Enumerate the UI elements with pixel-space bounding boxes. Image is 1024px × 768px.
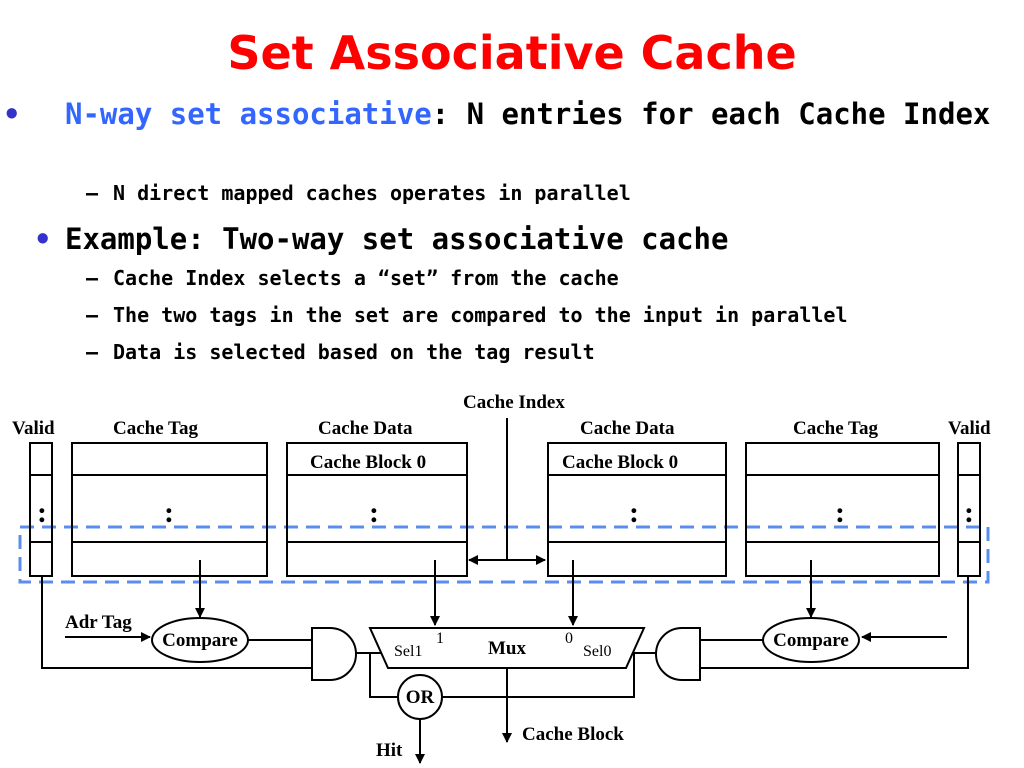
valid-left-to-and	[41, 576, 312, 669]
ellipsis-valid-right: :	[964, 496, 974, 529]
cache-index-label: Cache Index	[463, 392, 565, 413]
subbullet-tags-compared: –The two tags in the set are compared to…	[86, 302, 848, 328]
dash-icon: –	[86, 181, 99, 205]
adr-tag-label: Adr Tag	[65, 612, 132, 633]
subbullet-index-selects: –Cache Index selects a “set” from the ca…	[86, 265, 619, 291]
cache-data-label-right: Cache Data	[580, 418, 675, 439]
or-label: OR	[406, 687, 435, 708]
subbullet-direct-mapped: –N direct mapped caches operates in para…	[86, 180, 631, 206]
ellipsis-data-right: :	[629, 496, 639, 529]
and-gate-left	[311, 627, 357, 681]
cache-tag-label-left: Cache Tag	[113, 418, 198, 439]
valid-label-left: Valid	[12, 418, 55, 439]
mux-label: Mux	[488, 638, 527, 659]
and-left-to-or	[369, 653, 398, 698]
and-gate-right	[655, 627, 701, 681]
cache-data-label-left: Cache Data	[318, 418, 413, 439]
ellipsis-tag-left: :	[164, 496, 174, 529]
n-way-term: N-way set associative	[65, 97, 432, 131]
ellipsis-tag-right: :	[835, 496, 845, 529]
cache-block-0-right: Cache Block 0	[562, 452, 678, 473]
n-way-definition: : N entries for each Cache Index	[431, 97, 991, 131]
compare-right-label: Compare	[773, 630, 849, 651]
cache-tag-array-right	[745, 442, 940, 577]
sel1-label: Sel1	[394, 643, 422, 660]
cache-data-array-right	[547, 442, 727, 577]
ellipsis-valid-left: :	[37, 496, 47, 529]
sel0-label: Sel0	[583, 643, 611, 660]
mux	[368, 627, 646, 669]
slide-title: Set Associative Cache	[227, 26, 797, 80]
subbullet-text: The two tags in the set are compared to …	[113, 303, 848, 327]
cache-block-0-left: Cache Block 0	[310, 452, 426, 473]
valid-right-to-and	[700, 576, 969, 669]
cache-tag-array-left	[71, 442, 268, 577]
bullet-dot-icon: •	[34, 222, 52, 256]
selected-set-dashed-box	[18, 525, 990, 584]
dash-icon: –	[86, 340, 99, 364]
array-ellipses: : : : : : :	[37, 496, 974, 529]
mux-input-0-label: 0	[565, 630, 573, 647]
hit-label: Hit	[376, 740, 403, 761]
dash-icon: –	[86, 266, 99, 290]
cache-block-output-label: Cache Block	[522, 724, 624, 745]
subbullet-text: N direct mapped caches operates in paral…	[113, 181, 631, 205]
subbullet-text: Data is selected based on the tag result	[113, 340, 595, 364]
cache-data-array-left	[286, 442, 468, 577]
compare-left-label: Compare	[162, 630, 238, 651]
subbullet-text: Cache Index selects a “set” from the cac…	[113, 266, 619, 290]
cache-tag-label-right: Cache Tag	[793, 418, 878, 439]
bullet-example: • Example: Two-way set associative cache	[34, 221, 729, 257]
valid-label-right: Valid	[948, 418, 991, 439]
bullet-text: Example: Two-way set associative cache	[65, 222, 729, 256]
dash-icon: –	[86, 303, 99, 327]
mux-input-1-label: 1	[436, 630, 444, 647]
subbullet-data-selected: –Data is selected based on the tag resul…	[86, 339, 595, 365]
bullet-n-way: •N-way set associative: N entries for ea…	[3, 97, 991, 131]
ellipsis-data-left: :	[369, 496, 379, 529]
